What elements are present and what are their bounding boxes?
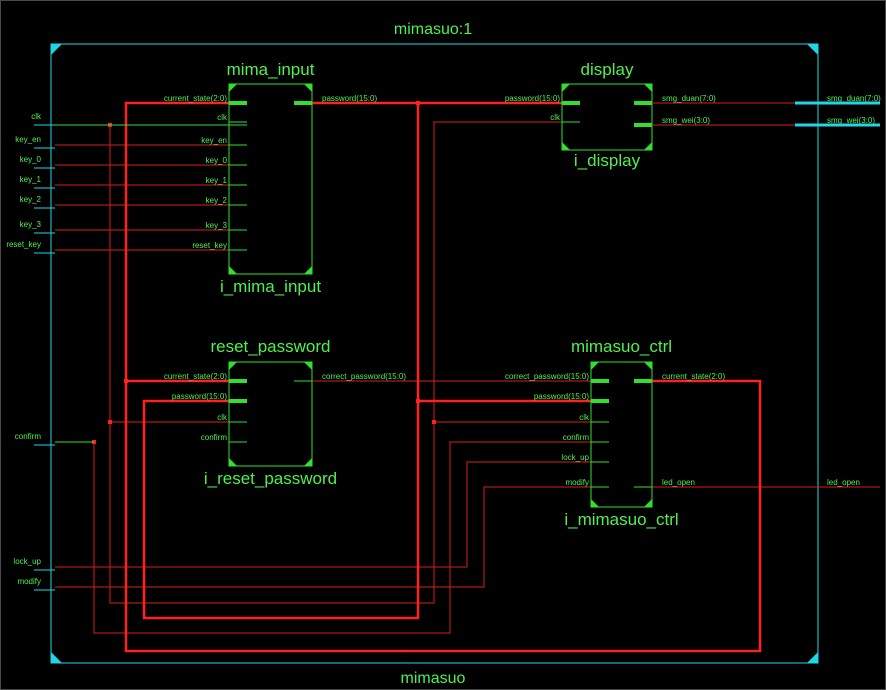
block-mima_input[interactable]: mima_input i_mima_input current_state(2:0)… [164, 60, 378, 296]
instance-name: i_mima_input [220, 277, 321, 296]
block-name: reset_password [210, 337, 330, 356]
output-pin-label: smg_wei(3:0) [662, 116, 710, 125]
block-outline [590, 361, 653, 508]
input-pin-label: key_2 [206, 196, 228, 205]
output-pin-label: led_open [662, 478, 695, 487]
input-pin-label: reset_key [192, 241, 227, 250]
top-input-key-1: key_1 [20, 175, 42, 184]
block-corner [591, 499, 599, 507]
frame-corner-br [807, 652, 818, 663]
frame-corner-tl [51, 44, 62, 55]
wires [55, 121, 880, 634]
frame-corner-tr [807, 44, 818, 55]
block-name: mima_input [227, 60, 315, 79]
block-corner [304, 266, 312, 274]
top-input-confirm: confirm [15, 432, 42, 441]
input-pin-label: modify [565, 478, 589, 487]
input-pin-label: confirm [201, 433, 228, 442]
block-corner [304, 84, 312, 92]
input-pin-label: key_0 [206, 156, 228, 165]
input-pin-label: clk [217, 113, 228, 122]
instance-name: i_display [574, 151, 641, 170]
blocks: mima_input i_mima_input current_state(2:0)… [164, 60, 726, 529]
input-pin-label: key_en [201, 136, 227, 145]
input-pin-label: clk [550, 113, 561, 122]
block-corner [562, 142, 570, 150]
output-pin-label: current_state(2:0) [662, 372, 725, 381]
input-pin-label: clk [217, 413, 228, 422]
block-reset_password[interactable]: reset_password i_reset_password current_st… [164, 337, 407, 488]
junctions [92, 101, 436, 444]
block-corner [562, 84, 570, 92]
block-corner [304, 362, 312, 370]
buses [124, 101, 762, 653]
block-display[interactable]: display i_display password(15:0) clk smg_dua… [505, 60, 716, 170]
top-input-modify: modify [17, 577, 41, 586]
module-name: mimasuo [401, 670, 466, 687]
input-pin-label: correct_password(15:0) [505, 372, 589, 381]
green-stubs [55, 124, 247, 443]
block-name: display [581, 60, 634, 79]
block-corner [229, 84, 237, 92]
input-pin-label: clk [579, 413, 590, 422]
output-wires [652, 101, 880, 127]
top-output-smg-duan-7-0-: smg_duan(7:0) [827, 94, 881, 103]
top-input-reset-key: reset_key [6, 240, 41, 249]
module-frame[interactable] [50, 43, 819, 664]
block-corner [644, 84, 652, 92]
top-input-lock-up: lock_up [13, 557, 41, 566]
instance-name: i_reset_password [204, 469, 337, 488]
top-input-key-en: key_en [15, 135, 41, 144]
instance-name: i_mimasuo_ctrl [564, 510, 678, 529]
input-pin-label: key_1 [206, 176, 228, 185]
top-output-led-open: led_open [827, 478, 860, 487]
top-ports: clk key_en key_0 key_1 key_2 key_3 reset_keyco… [6, 94, 881, 591]
output-pin-label: correct_password(15:0) [322, 372, 406, 381]
block-corner [644, 142, 652, 150]
top-input-key-3: key_3 [20, 220, 42, 229]
block-name: mimasuo_ctrl [571, 337, 672, 356]
block-corner [644, 362, 652, 370]
input-pin-label: password(15:0) [172, 392, 227, 401]
block-outline [228, 361, 313, 467]
input-pin-label: confirm [563, 433, 590, 442]
output-pin-label: smg_duan(7:0) [662, 94, 716, 103]
top-input-clk: clk [31, 112, 42, 121]
input-pin-label: password(15:0) [534, 392, 589, 401]
block-corner [304, 458, 312, 466]
top-input-key-0: key_0 [20, 155, 42, 164]
input-pin-label: key_3 [206, 221, 228, 230]
output-pin-label: password(15:0) [322, 94, 377, 103]
block-corner [591, 362, 599, 370]
block-corner [229, 458, 237, 466]
block-outline [561, 83, 653, 151]
input-pin-label: lock_up [561, 453, 589, 462]
input-pin-label: current_state(2:0) [164, 372, 227, 381]
module-title: mimasuo:1 [394, 21, 472, 38]
block-corner [644, 499, 652, 507]
block-corner [229, 362, 237, 370]
input-pin-label: password(15:0) [505, 94, 560, 103]
top-output-smg-wei-3-0-: smg_wei(3:0) [827, 116, 875, 125]
block-outline [228, 83, 313, 275]
input-pin-label: current_state(2:0) [164, 94, 227, 103]
block-mimasuo_ctrl[interactable]: mimasuo_ctrl i_mimasuo_ctrl correct_passwo… [505, 337, 726, 529]
top-input-key-2: key_2 [20, 195, 42, 204]
frame-corner-bl [51, 652, 62, 663]
block-corner [229, 266, 237, 274]
